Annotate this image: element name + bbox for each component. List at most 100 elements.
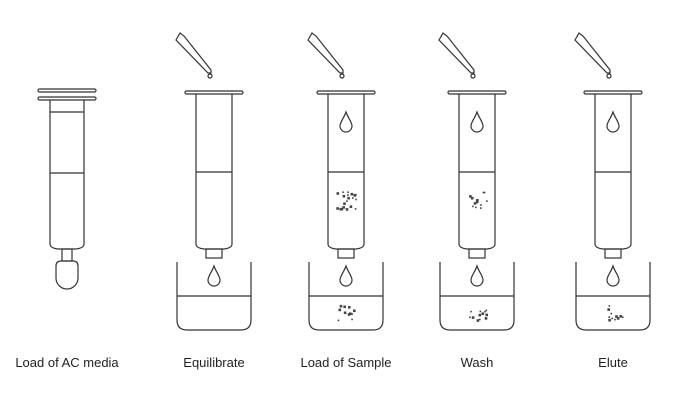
pipette-tip bbox=[438, 32, 475, 74]
particle bbox=[479, 318, 481, 321]
particle bbox=[615, 315, 618, 318]
particle bbox=[619, 315, 622, 318]
particle bbox=[472, 205, 474, 208]
particle bbox=[342, 194, 346, 198]
particle bbox=[469, 316, 471, 319]
column-outlet bbox=[205, 248, 223, 259]
pipette-icon bbox=[307, 32, 345, 79]
particle bbox=[347, 191, 349, 193]
column-flange-top bbox=[37, 88, 97, 93]
pipette-drop bbox=[606, 73, 612, 79]
column-outlet bbox=[604, 248, 622, 259]
column-flange bbox=[316, 90, 376, 95]
particle bbox=[475, 200, 479, 204]
particle bbox=[483, 191, 486, 194]
particle bbox=[476, 199, 479, 202]
particle bbox=[473, 202, 477, 205]
step-label-load-media: Load of AC media bbox=[15, 355, 119, 370]
particle bbox=[348, 306, 351, 309]
particle bbox=[340, 207, 344, 211]
particle bbox=[355, 193, 357, 196]
pipette-tip bbox=[307, 32, 344, 74]
particle bbox=[353, 309, 356, 313]
step-label-wash: Wash bbox=[460, 355, 494, 370]
particle bbox=[611, 317, 613, 320]
particle bbox=[608, 305, 611, 307]
particles bbox=[469, 191, 488, 209]
particle bbox=[607, 308, 610, 311]
collection-beaker bbox=[308, 262, 384, 331]
column-step bbox=[175, 32, 252, 331]
column-outlet bbox=[468, 248, 486, 259]
pipette-icon bbox=[438, 32, 476, 79]
column-step bbox=[438, 32, 515, 331]
particle bbox=[481, 312, 485, 315]
particle bbox=[471, 316, 475, 319]
particle bbox=[347, 313, 351, 316]
particle bbox=[616, 317, 620, 320]
pipette-icon bbox=[574, 32, 612, 79]
particles bbox=[607, 305, 624, 322]
pipette-drop bbox=[470, 73, 476, 79]
particle bbox=[342, 191, 344, 193]
particle bbox=[351, 318, 353, 321]
column-flange bbox=[583, 90, 643, 95]
particle bbox=[337, 319, 340, 322]
column-step bbox=[307, 32, 384, 331]
particle bbox=[480, 207, 482, 209]
column-body bbox=[49, 100, 85, 250]
droplet-icon bbox=[606, 264, 620, 287]
column-outlet bbox=[337, 248, 355, 259]
particle bbox=[343, 311, 347, 315]
particle bbox=[486, 200, 488, 202]
particle bbox=[336, 207, 339, 210]
droplet-icon bbox=[470, 110, 484, 133]
particle bbox=[485, 313, 488, 317]
particle bbox=[470, 310, 472, 313]
particle bbox=[478, 313, 482, 317]
column-end-cap bbox=[55, 260, 79, 290]
particle bbox=[342, 206, 345, 209]
particle bbox=[484, 310, 486, 313]
collection-beaker bbox=[439, 262, 515, 331]
particle bbox=[469, 195, 472, 198]
droplet-icon bbox=[606, 110, 620, 133]
step-label-equilibrate: Equilibrate bbox=[183, 355, 245, 370]
particle bbox=[479, 310, 482, 313]
step-label-elute: Elute bbox=[598, 355, 628, 370]
step-label-load-sample: Load of Sample bbox=[300, 355, 392, 370]
column-flange bbox=[184, 90, 244, 95]
droplet-icon bbox=[339, 110, 353, 133]
particle bbox=[350, 192, 354, 196]
particle bbox=[355, 198, 357, 201]
pipette-drop bbox=[339, 73, 345, 79]
particles bbox=[337, 304, 356, 322]
particle bbox=[482, 191, 485, 194]
particles bbox=[469, 309, 488, 322]
particle bbox=[608, 318, 611, 322]
particle bbox=[339, 309, 341, 311]
column-step-load-media bbox=[37, 88, 97, 290]
particle bbox=[614, 318, 616, 321]
particle bbox=[336, 192, 340, 195]
column-flange bbox=[447, 90, 507, 95]
particle bbox=[480, 204, 482, 206]
particle bbox=[621, 316, 624, 318]
pipette-tip bbox=[574, 32, 611, 74]
particle bbox=[352, 197, 354, 199]
particle bbox=[345, 208, 349, 211]
column-outlet bbox=[61, 248, 73, 262]
particle bbox=[610, 312, 613, 315]
droplet-icon bbox=[470, 264, 484, 287]
pipette-icon bbox=[175, 32, 213, 79]
droplet-icon bbox=[339, 264, 353, 287]
particle bbox=[484, 317, 488, 320]
particle bbox=[347, 194, 349, 196]
particle bbox=[475, 206, 477, 209]
particle bbox=[343, 305, 346, 309]
particle bbox=[476, 319, 480, 322]
column-step bbox=[574, 32, 651, 331]
collection-beaker bbox=[575, 262, 651, 331]
column-flange-bottom bbox=[37, 96, 97, 101]
